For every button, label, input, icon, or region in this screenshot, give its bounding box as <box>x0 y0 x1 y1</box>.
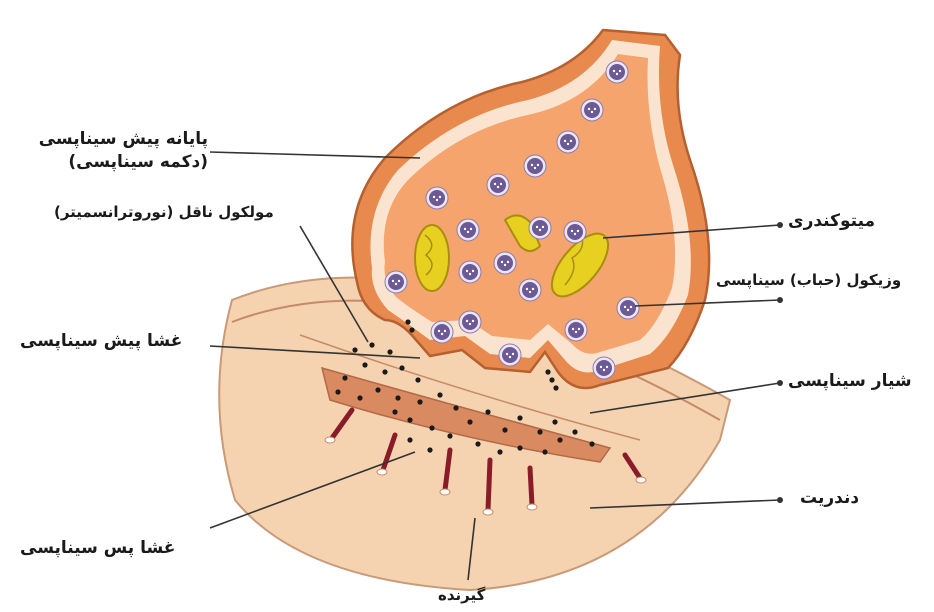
vesicle <box>529 217 551 239</box>
neurotransmitter-molecule <box>342 375 347 380</box>
vesicle <box>557 131 579 153</box>
neurotransmitter-molecule <box>395 395 400 400</box>
neurotransmitter-molecule <box>517 415 522 420</box>
neurotransmitter-molecule <box>589 441 594 446</box>
label-presynaptic-terminal: پایانه پیش سیناپسی (دکمه سیناپسی) <box>22 128 208 174</box>
label-mitochondria: میتوکندری <box>788 210 875 233</box>
neurotransmitter-molecule <box>427 447 432 452</box>
neurotransmitter-molecule <box>502 427 507 432</box>
neurotransmitter-molecule <box>375 387 380 392</box>
label-vesicle: وزیکول (حباب) سیناپسی <box>716 270 901 290</box>
vesicle <box>487 174 509 196</box>
vesicle <box>581 99 603 121</box>
neurotransmitter-molecule <box>415 377 420 382</box>
vesicle <box>431 321 453 343</box>
vesicle <box>565 319 587 341</box>
neurotransmitter-molecule <box>485 409 490 414</box>
neurotransmitter-molecule <box>407 437 412 442</box>
neurotransmitter-molecule <box>362 362 367 367</box>
neurotransmitter-molecule <box>572 429 577 434</box>
vesicle <box>593 357 615 379</box>
receptor-stalk <box>488 460 490 510</box>
neurotransmitter-molecule <box>545 369 550 374</box>
vesicle <box>494 252 516 274</box>
label-presynaptic-membrane: غشا پیش سیناپسی <box>20 330 182 353</box>
vesicle <box>426 187 448 209</box>
neurotransmitter-molecule <box>542 449 547 454</box>
neurotransmitter-molecule <box>335 389 340 394</box>
neurotransmitter-molecule <box>399 365 404 370</box>
neurotransmitter-molecule <box>553 385 558 390</box>
neurotransmitter-molecule <box>417 399 422 404</box>
neurotransmitter-molecule <box>407 417 412 422</box>
label-dendrite: دندریت <box>800 487 859 510</box>
neurotransmitter-molecule <box>497 449 502 454</box>
neurotransmitter-molecule <box>475 441 480 446</box>
neurotransmitter-molecule <box>552 419 557 424</box>
neurotransmitter-molecule <box>387 349 392 354</box>
neurotransmitter-molecule <box>467 419 472 424</box>
vesicle <box>459 261 481 283</box>
vesicle <box>459 311 481 333</box>
neurotransmitter-molecule <box>549 377 554 382</box>
neurotransmitter-molecule <box>429 425 434 430</box>
label-synaptic-cleft: شیار سیناپسی <box>788 370 912 393</box>
neurotransmitter-molecule <box>537 429 542 434</box>
receptor-stalk <box>530 468 532 505</box>
neurotransmitter-molecule <box>557 437 562 442</box>
neurotransmitter-molecule <box>392 409 397 414</box>
neurotransmitter-molecule <box>357 395 362 400</box>
vesicle <box>457 219 479 241</box>
vesicle <box>606 61 628 83</box>
vesicle <box>564 221 586 243</box>
mitochondrion <box>415 225 449 291</box>
label-neurotransmitter: مولکول ناقل (نوروترانسمیتر) <box>54 202 274 222</box>
neurotransmitter-molecule <box>382 369 387 374</box>
neurotransmitter-molecule <box>517 445 522 450</box>
vesicle <box>519 279 541 301</box>
neurotransmitter-molecule <box>352 347 357 352</box>
vesicle <box>499 344 521 366</box>
neurotransmitter-molecule <box>409 327 414 332</box>
neurotransmitter-molecule <box>453 405 458 410</box>
neurotransmitter-molecule <box>447 433 452 438</box>
neurotransmitter-molecule <box>437 392 442 397</box>
label-postsynaptic-membrane: غشا پس سیناپسی <box>20 537 175 560</box>
neurotransmitter-molecule <box>369 342 374 347</box>
vesicle <box>385 271 407 293</box>
vesicle <box>524 155 546 177</box>
label-receptor: گیرنده <box>438 585 485 605</box>
neurotransmitter-molecule <box>405 319 410 324</box>
vesicle <box>617 297 639 319</box>
